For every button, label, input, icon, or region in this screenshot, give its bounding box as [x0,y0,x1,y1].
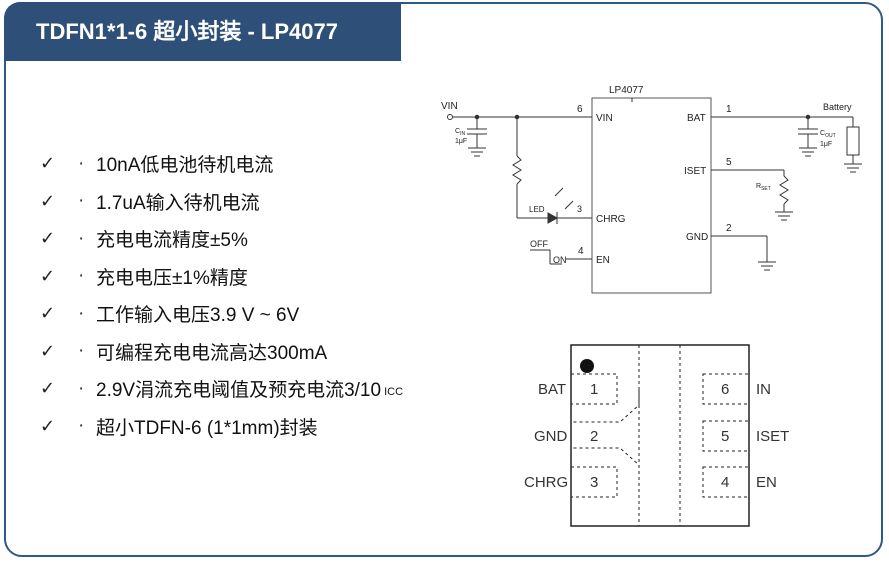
feature-text: 2.9V涓流充电阈值及预充电流3/10 [96,380,382,402]
led-label: LED [529,205,545,214]
check-icon: ✓ [40,415,56,436]
cout-label: COUT [820,130,836,139]
check-icon: ✓ [40,303,56,324]
feature-item: ✓ · 充电电压±1%精度 [40,258,403,296]
bullet-icon: · [78,265,85,287]
pkg-pin-num-5: 5 [721,428,729,445]
pin-num-iset: 5 [726,157,732,168]
pin-name-vin: VIN [596,113,613,124]
pkg-pin-name-gnd: GND [534,428,568,445]
bullet-icon: · [78,340,85,362]
cin-value: 1μF [455,138,467,145]
slide-frame [4,2,883,557]
feature-text: 工作输入电压3.9 V ~ 6V [96,305,300,327]
feature-text: 1.7uA输入待机电流 [96,192,260,214]
pkg-pin-num-3: 3 [590,474,598,491]
pin-name-chrg: CHRG [596,214,626,225]
pin-num-vin: 6 [577,104,583,115]
chip-name: LP4077 [609,85,644,96]
pin-name-bat: BAT [687,113,706,124]
pkg-pin-name-iset: ISET [756,428,789,445]
feature-subscript: ICC [384,385,404,398]
pin-name-en: EN [596,255,610,266]
feature-text: 10nA低电池待机电流 [96,155,274,177]
off-label: OFF [530,239,548,249]
cin-label: CIN [455,128,465,137]
pkg-pin-num-4: 4 [721,474,729,491]
pin-num-bat: 1 [726,104,732,115]
pkg-pin-name-en: EN [756,474,777,491]
feature-list: ✓·10nA低电池待机电流 ✓·1.7uA输入待机电流 ✓·充电电流精度±5% … [40,145,403,445]
rset-label: RSET [756,183,771,192]
pkg-pin-name-chrg: CHRG [524,474,568,491]
check-icon: ✓ [40,228,56,249]
pkg-pin-name-in: IN [756,381,771,398]
check-icon: ✓ [40,190,56,211]
check-icon: ✓ [40,153,56,174]
vin-label: VIN [441,101,458,112]
led-pin-number: 3 [577,204,582,214]
bullet-icon: · [78,152,85,174]
battery-label: Battery [823,102,852,112]
pin-name-gnd: GND [686,232,708,243]
bullet-icon: · [78,302,85,324]
pin1-dot [580,359,594,373]
pkg-pin-num-1: 1 [590,381,598,398]
feature-text: 充电电压±1%精度 [96,267,248,289]
bullet-icon: · [78,227,85,249]
feature-item: ✓ · 10nA低电池待机电流 [40,145,403,183]
check-icon: ✓ [40,378,56,399]
check-icon: ✓ [40,340,56,361]
bullet-icon: · [78,190,85,212]
pin-num-en: 4 [578,246,584,257]
check-icon: ✓ [40,265,56,286]
bullet-icon: · [78,377,85,399]
chip-body [591,97,712,294]
pin-name-iset: ISET [684,166,706,177]
feature-item: ✓ · 充电电流精度±5% [40,220,403,258]
cout-value: 1μF [820,141,832,148]
feature-item: ✓ · 可编程充电电流高达300mA [40,333,403,371]
pin-num-gnd: 2 [726,223,732,234]
feature-item: ✓ · 超小TDFN-6 (1*1mm)封装 [40,408,403,446]
feature-text: 超小TDFN-6 (1*1mm)封装 [96,417,318,439]
pkg-pin-num-2: 2 [590,428,598,445]
pkg-pin-name-bat: BAT [538,381,566,398]
on-label: ON [553,255,567,265]
feature-text: 可编程充电电流高达300mA [96,342,328,364]
feature-item: ✓ · 1.7uA输入待机电流 [40,183,403,221]
feature-item: ✓ · 工作输入电压3.9 V ~ 6V [40,295,403,333]
feature-text: 充电电流精度±5% [96,230,248,252]
bullet-icon: · [78,415,85,437]
pkg-pin-num-6: 6 [721,381,729,398]
slide-title: TDFN1*1-6 超小封装 - LP4077 [4,2,401,61]
